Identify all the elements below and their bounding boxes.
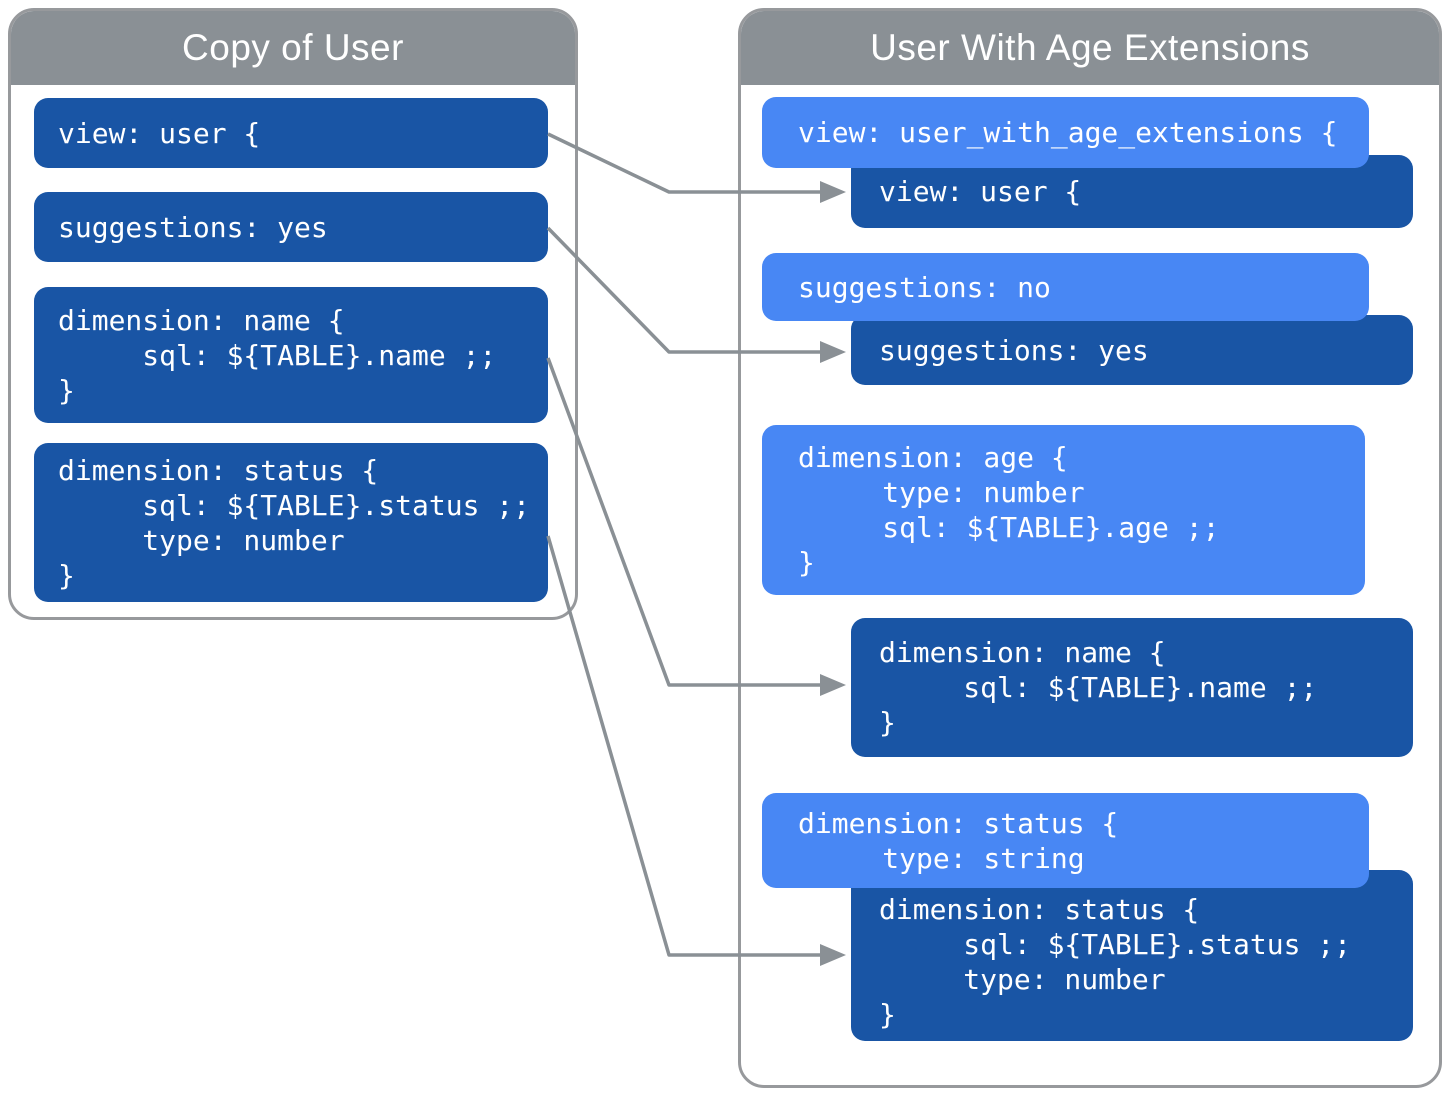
code-line: dimension: name { — [58, 303, 345, 337]
code-line: } — [58, 373, 75, 407]
code-block-dimension-status: dimension: status { sql: ${TABLE}.status… — [34, 443, 548, 602]
code-block-view-user: view: user { — [34, 98, 548, 168]
code-line: sql: ${TABLE}.name ;; — [879, 671, 1318, 704]
code-block-suggestions-yes-original: suggestions: yes — [851, 315, 1413, 385]
code-line: } — [879, 706, 896, 739]
code-line: dimension: age { — [798, 441, 1068, 474]
code-block-suggestions-no: suggestions: no — [762, 253, 1369, 321]
code-line: sql: ${TABLE}.status ;; — [879, 927, 1352, 961]
code-block-dimension-name-original: dimension: name { sql: ${TABLE}.name ;; … — [851, 618, 1413, 757]
panel-title: User With Age Extensions — [870, 27, 1310, 68]
code-line: } — [58, 558, 75, 592]
code-line: suggestions: no — [798, 270, 1051, 304]
code-line: type: string — [798, 841, 1085, 875]
code-line: sql: ${TABLE}.age ;; — [798, 511, 1220, 544]
code-line: sql: ${TABLE}.name ;; — [58, 338, 497, 372]
code-block-dimension-name: dimension: name { sql: ${TABLE}.name ;; … — [34, 287, 548, 423]
code-block-suggestions-yes: suggestions: yes — [34, 192, 548, 262]
code-line: suggestions: yes — [58, 210, 328, 244]
code-block-view-user-with-age-extensions: view: user_with_age_extensions { — [762, 97, 1369, 168]
code-line: type: number — [798, 476, 1085, 509]
panel-user-with-age-extensions-header: User With Age Extensions — [741, 11, 1439, 85]
panel-copy-of-user-header: Copy of User — [11, 11, 575, 85]
code-block-dimension-status-original: dimension: status { sql: ${TABLE}.status… — [851, 870, 1413, 1041]
code-line: dimension: status { — [879, 892, 1200, 926]
code-line: view: user_with_age_extensions { — [798, 116, 1338, 149]
code-block-dimension-status-extension: dimension: status { type: string — [762, 793, 1369, 888]
code-line: view: user { — [58, 116, 261, 150]
code-line: } — [798, 546, 815, 579]
code-line: suggestions: yes — [879, 333, 1149, 367]
code-line: sql: ${TABLE}.status ;; — [58, 488, 531, 522]
code-line: dimension: status { — [58, 453, 379, 487]
code-line: view: user { — [879, 175, 1082, 208]
code-block-dimension-age: dimension: age { type: number sql: ${TAB… — [762, 425, 1365, 595]
code-line: dimension: name { — [879, 636, 1166, 669]
code-line: type: number — [58, 523, 345, 557]
code-line: } — [879, 997, 896, 1031]
code-line: type: number — [879, 962, 1166, 996]
panel-title: Copy of User — [182, 27, 404, 68]
code-line: dimension: status { — [798, 806, 1119, 840]
